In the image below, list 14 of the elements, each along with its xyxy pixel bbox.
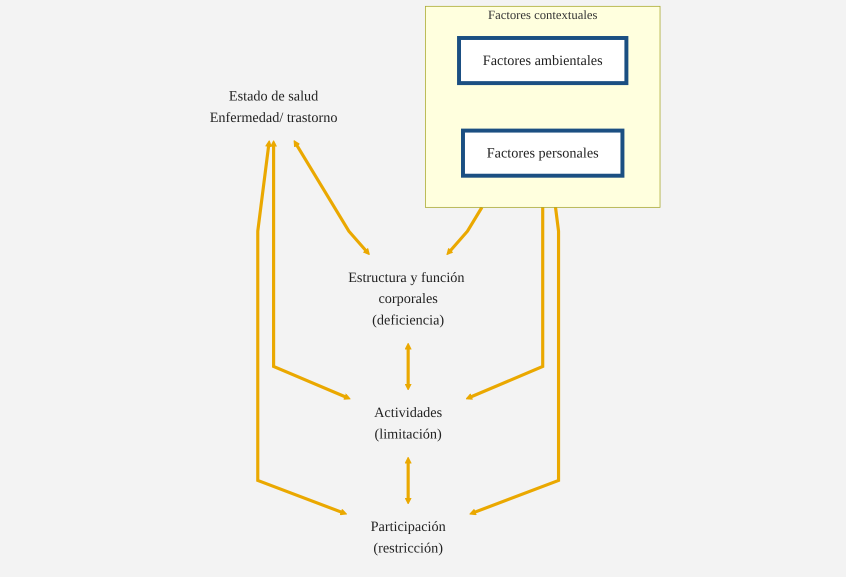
arrow <box>446 206 484 256</box>
node-box: Factores personales <box>461 128 624 178</box>
node-box: Factores ambientales <box>457 36 628 86</box>
node-text: Estado de salud Enfermedad/ trastorno <box>210 88 338 126</box>
node-text: Estructura y función corporales (deficiencia) <box>348 269 465 328</box>
arrow <box>469 207 560 516</box>
arrow <box>294 140 370 256</box>
arrow <box>404 456 412 504</box>
node-text: Actividades (limitación) <box>374 404 442 442</box>
arrow <box>466 207 544 400</box>
arrow <box>404 342 412 391</box>
arrow <box>270 140 351 400</box>
arrow <box>256 140 348 516</box>
node-text: Participación (restricción) <box>370 518 446 556</box>
